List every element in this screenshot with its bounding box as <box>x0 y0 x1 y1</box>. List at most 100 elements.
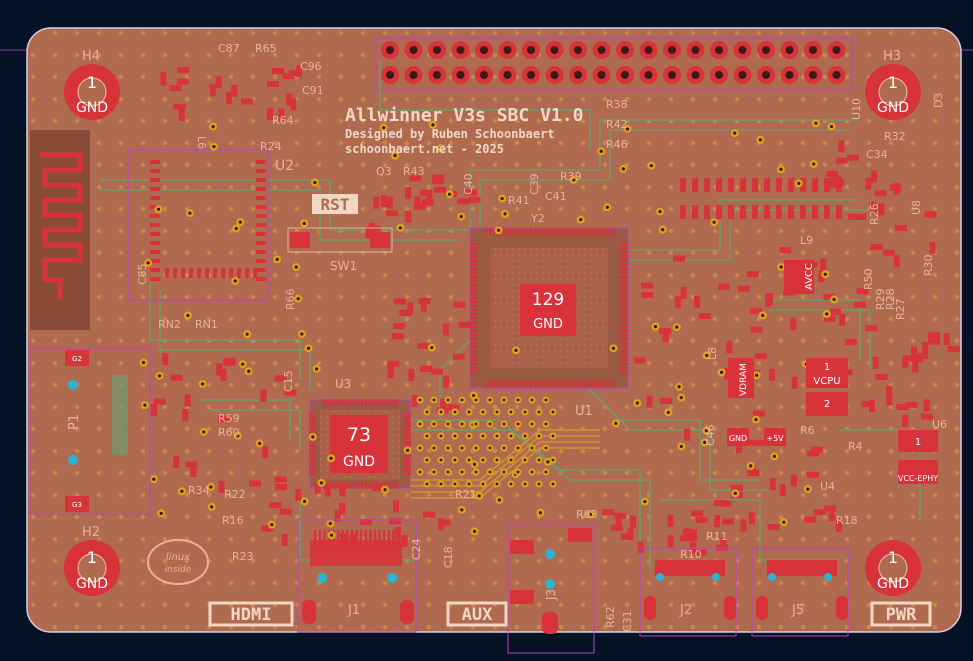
pad-number-129: 129 <box>532 290 564 310</box>
hdmi-connector-j1[interactable]: J1 <box>297 519 417 633</box>
label-sw1: SW1 <box>330 259 357 273</box>
ref-u5: U4 <box>820 480 835 493</box>
pad-net-gnd-129: GND <box>533 317 563 332</box>
board-title: Allwinner V3s SBC V1.0 <box>345 105 583 126</box>
ref-r24: R24 <box>260 140 282 153</box>
ref-r10: R10 <box>680 548 702 561</box>
regulator-avcc[interactable]: AVCC <box>784 260 815 294</box>
board-website: schoonbaert.net - 2025 <box>345 142 504 156</box>
pin-1-vcpu: 1 <box>824 362 830 373</box>
ref-r66: R66 <box>284 288 297 310</box>
aux-connector-j3[interactable]: J3 <box>507 524 595 654</box>
ref-r34: R34 <box>188 484 210 497</box>
ref-c87: C87 <box>218 42 240 55</box>
pin-2-vcpu: 2 <box>824 399 830 410</box>
ref-c40: C40 <box>462 173 475 195</box>
ref-r4: R4 <box>848 440 863 453</box>
linux-inside-logo: linux inside <box>147 539 209 585</box>
ref-r11: R11 <box>706 530 728 543</box>
label-j5: J5 <box>791 603 804 618</box>
label-h4: H4 <box>82 49 100 64</box>
pad-net-gnd-73: GND <box>343 454 375 470</box>
ref-l9: L9 <box>800 234 813 247</box>
pad-5v[interactable]: +5V <box>764 428 786 446</box>
reset-switch-sw1[interactable]: RST SW1 <box>287 194 393 273</box>
ref-c34: C34 <box>866 148 888 161</box>
component-reference-labels: C87 R65 C96 C91 R64 R24 Q3 R43 R39 R41 Y… <box>136 42 947 632</box>
mounting-hole-h1[interactable]: 1 GND <box>865 540 921 596</box>
ref-l6: L6 <box>195 136 208 149</box>
ref-r26: R26 <box>868 203 881 225</box>
usb-power-connector-j5[interactable]: J5 <box>751 547 849 637</box>
mounting-hole-h4[interactable]: 1 GND H4 <box>64 49 120 120</box>
soc-u1[interactable]: 129 GND U1 <box>469 227 629 419</box>
ref-r23: R23 <box>232 550 254 563</box>
label-j3: J3 <box>544 589 558 601</box>
rst-label: RST <box>321 195 350 214</box>
wifi-antenna <box>30 130 90 330</box>
hole-pin-h2: 1 <box>87 548 97 567</box>
pad-g3: G3 <box>72 501 82 509</box>
ref-r63: R63 <box>576 508 598 521</box>
ref-r64: R64 <box>272 114 294 127</box>
label-u2: U2 <box>275 158 294 174</box>
ref-rn1: RN1 <box>195 318 218 331</box>
ref-r62: R62 <box>604 606 617 628</box>
pin-header-j7[interactable] <box>375 37 853 91</box>
regulator-vdram[interactable]: VDRAM <box>728 358 754 398</box>
hole-net-h2: GND <box>76 576 108 592</box>
usb-connector-j2[interactable]: J2 <box>639 547 737 637</box>
ic-pins <box>150 160 842 544</box>
label-j2: J2 <box>679 603 692 618</box>
label-h3: H3 <box>883 49 901 64</box>
ref-u8: U8 <box>910 200 923 215</box>
label-u3: U3 <box>335 377 351 391</box>
ref-u10: U10 <box>850 98 863 120</box>
ref-c96: C96 <box>300 60 322 73</box>
hole-pin-h3: 1 <box>888 73 898 92</box>
svg-text:linux: linux <box>166 552 190 563</box>
ref-r41: R41 <box>508 194 530 207</box>
regulator-vcc-ephy[interactable]: 1 VCC-EPHY <box>898 430 938 484</box>
hdmi-chip-u3[interactable]: 73 GND U3 <box>309 377 411 489</box>
label-u1: U1 <box>575 404 593 419</box>
ref-r18: R18 <box>836 514 858 527</box>
pad-gnd-power[interactable]: GND <box>727 428 749 446</box>
ref-r22: R22 <box>224 488 246 501</box>
ref-c18: C18 <box>442 546 455 568</box>
ref-r43: R43 <box>403 165 425 178</box>
ref-c24: C24 <box>410 538 423 560</box>
net-avcc: AVCC <box>804 263 815 290</box>
ref-r59: R59 <box>218 412 240 425</box>
hole-pin-h1: 1 <box>888 548 898 567</box>
mounting-hole-h3[interactable]: 1 GND H3 <box>865 49 921 120</box>
mounting-hole-h2[interactable]: 1 GND H2 <box>64 525 120 596</box>
ref-r65: R65 <box>255 42 277 55</box>
signal-vias <box>139 119 839 540</box>
ref-c31: C31 <box>621 610 634 632</box>
ref-r16: R16 <box>222 514 244 527</box>
ref-r6: R6 <box>800 424 815 437</box>
ref-r46: R46 <box>606 138 628 151</box>
hole-pin-h4: 1 <box>87 73 97 92</box>
ref-r21: R21 <box>455 488 477 501</box>
sd-card-connector-p1[interactable]: G2 G3 P1 <box>29 347 151 515</box>
pad-number-73: 73 <box>347 424 371 446</box>
pin-1-ephy: 1 <box>915 437 921 448</box>
aux-label-box: AUX <box>446 601 508 627</box>
ref-r50: R50 <box>862 268 875 290</box>
label-j1: J1 <box>347 603 360 618</box>
ref-y2: Y2 <box>530 212 545 225</box>
ref-r30: R30 <box>922 254 935 276</box>
label-h2: H2 <box>82 525 100 540</box>
regulator-vcpu[interactable]: 1 VCPU 2 <box>806 358 848 416</box>
ref-c41: C41 <box>545 190 567 203</box>
aux-label: AUX <box>462 605 493 625</box>
pwr-label-box: PWR <box>870 601 932 627</box>
wifi-module-u2[interactable]: U2 <box>127 149 294 301</box>
hole-net-h4: GND <box>76 100 108 116</box>
ref-r42: R42 <box>606 118 628 131</box>
net-vcc-ephy: VCC-EPHY <box>898 474 938 483</box>
